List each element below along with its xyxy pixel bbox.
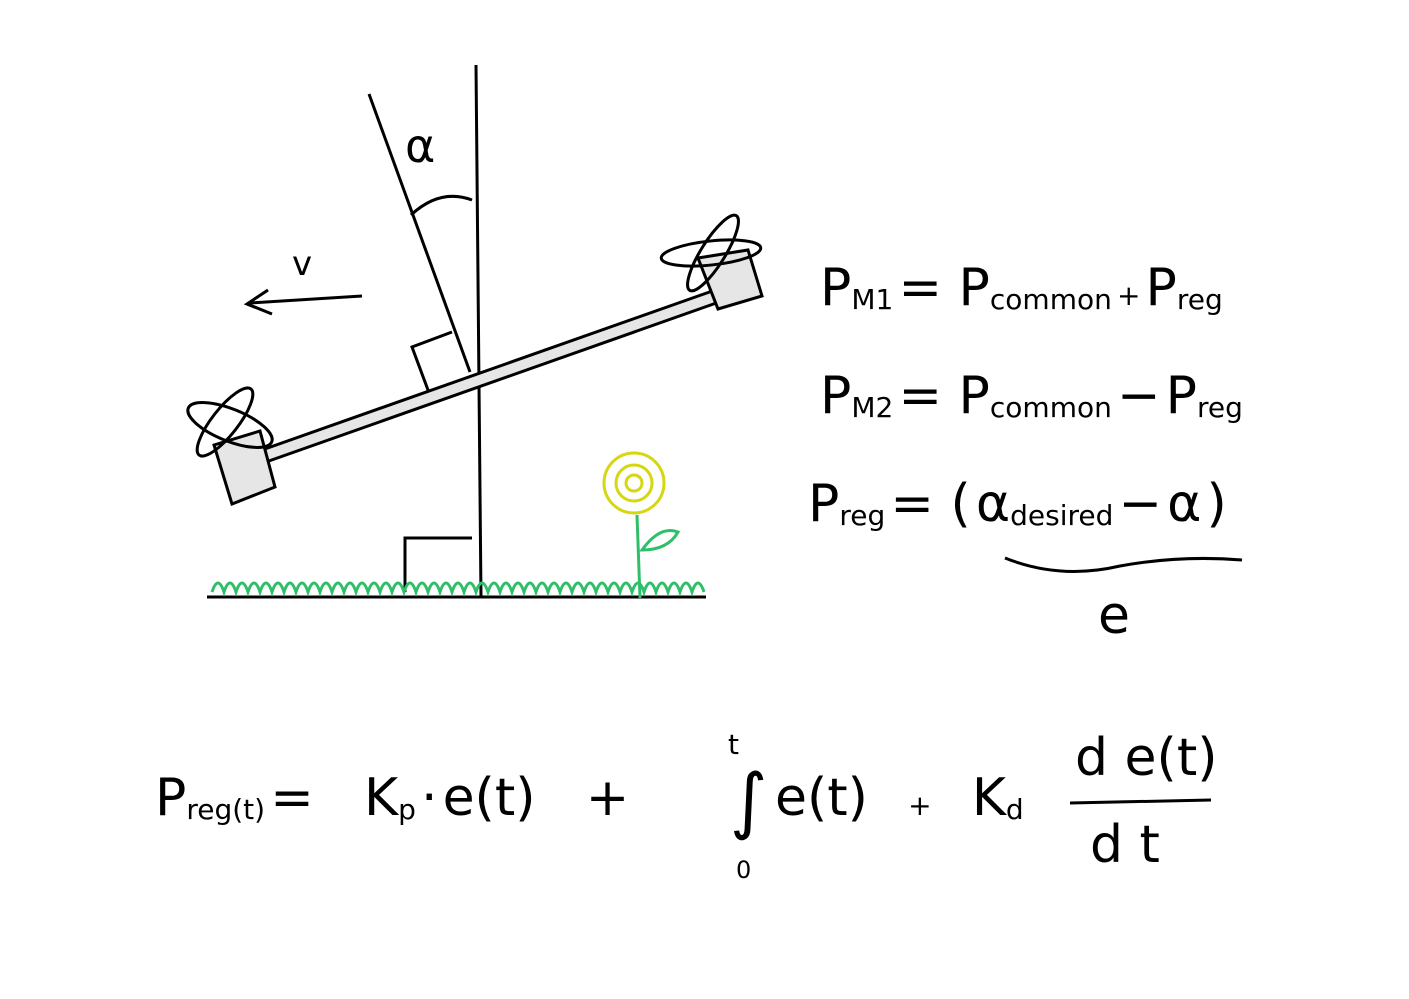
pid-lhs-sub: reg(t) <box>186 793 266 827</box>
pm2-sub: M2 <box>851 391 894 425</box>
preg-p: P <box>808 474 840 534</box>
pid-kd: K <box>971 768 1006 828</box>
left-motor <box>212 429 277 506</box>
velocity-arrow <box>249 294 363 305</box>
flower-head-inner <box>614 463 654 503</box>
equation-pm2: PM2 = Pcommon − Preg <box>820 366 1243 426</box>
integral-sign: ∫ <box>730 758 768 842</box>
integral-upper: t <box>728 728 739 761</box>
left-propeller-ring <box>186 401 274 449</box>
pm1-rhs-sub: common <box>989 283 1112 317</box>
pid-plus1: + <box>585 768 630 828</box>
underbrace <box>1004 556 1243 573</box>
vertical-line <box>474 64 483 599</box>
right-angle-ground <box>403 536 472 592</box>
pm2-term-sub: reg <box>1196 391 1243 425</box>
pid-kp: K <box>363 768 399 828</box>
right-angle-bar <box>410 330 453 391</box>
tilted-axis-line <box>367 93 472 373</box>
right-propeller-blade <box>686 213 740 293</box>
fraction-numerator: d e(t) <box>1075 728 1218 788</box>
velocity-arrowhead <box>243 288 273 316</box>
drone-bar <box>260 287 724 464</box>
flower-leaf <box>639 529 681 552</box>
pm2-op: − <box>1116 366 1161 426</box>
angle-label: α <box>405 119 435 173</box>
pm1-rhs: = P <box>898 258 990 318</box>
preg-alpha-sub: desired <box>1010 499 1114 533</box>
pid-lhs: P <box>155 768 187 828</box>
left-propeller-blade <box>195 386 255 458</box>
angle-arc <box>409 194 473 217</box>
equation-pid: Preg(t) = Kp · e(t) + <box>155 768 629 828</box>
pid-kd-sub: d <box>1005 793 1024 827</box>
velocity-label: v <box>292 244 312 284</box>
pm1-sub: M1 <box>851 283 894 317</box>
pm2-p: P <box>820 366 852 426</box>
integral-lower: 0 <box>736 856 752 884</box>
pm2-rhs: = P <box>898 366 990 426</box>
pid-eq: = <box>270 768 314 828</box>
right-propeller-ring <box>659 238 763 268</box>
preg-close: ) <box>1206 474 1227 534</box>
grass <box>210 581 706 597</box>
preg-minus: − <box>1118 474 1163 534</box>
pid-tail: e(t) + Kd <box>775 768 1024 828</box>
flower-stem <box>635 514 642 599</box>
fraction-bar <box>1069 798 1212 805</box>
pm1-term: P <box>1145 258 1177 318</box>
pm1-op: + <box>1116 279 1141 312</box>
preg-sub: reg <box>839 499 886 533</box>
pid-kp-sub: p <box>398 793 416 827</box>
pid-plus2: + <box>908 789 932 822</box>
pm2-term: P <box>1165 366 1197 426</box>
preg-alpha2: α <box>1167 474 1202 534</box>
pid-e1: e(t) <box>442 768 536 828</box>
equation-pm1: PM1 = Pcommon + Preg <box>820 258 1223 318</box>
fraction-denominator: d t <box>1090 815 1160 875</box>
preg-rhs: = ( <box>890 474 971 534</box>
error-label: e <box>1098 586 1130 646</box>
flower-head <box>602 451 666 515</box>
preg-alpha: α <box>975 474 1011 534</box>
pid-e2: e(t) <box>775 768 868 828</box>
pid-dot: · <box>420 768 438 828</box>
pm2-rhs-sub: common <box>989 391 1112 425</box>
pm1-term-sub: reg <box>1176 283 1223 317</box>
flower-center <box>624 473 644 493</box>
equation-preg: Preg = ( αdesired − α ) <box>808 474 1227 534</box>
pm1-p: P <box>820 258 852 318</box>
